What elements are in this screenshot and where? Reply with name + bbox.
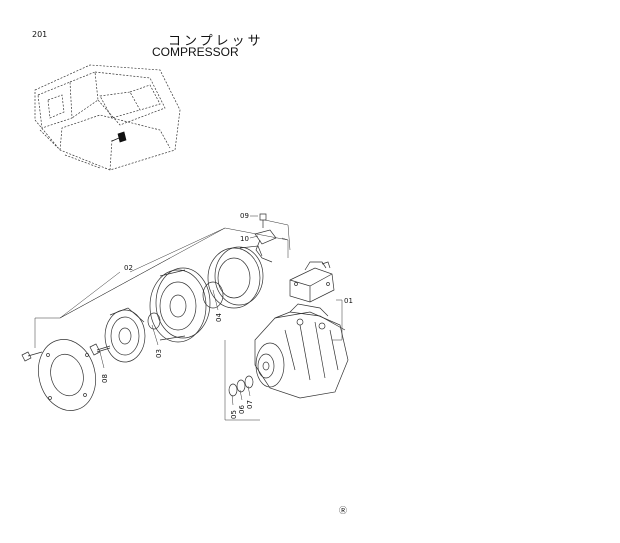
title-japanese: コンプレッサ: [168, 34, 264, 49]
compressor-location-marker: [117, 131, 127, 143]
callout-08: 08: [101, 374, 109, 383]
snap-ring-04: [202, 281, 224, 309]
callout-02: 02: [124, 264, 133, 272]
callout-10: 10: [240, 235, 249, 243]
callout-06: 06: [238, 405, 246, 414]
callout-07: 07: [246, 400, 254, 409]
corner-mark: Ⓡ: [339, 506, 347, 515]
callout-09: 09: [240, 212, 249, 220]
callout-04: 04: [215, 313, 223, 322]
excavator-overview: [34, 64, 181, 171]
pulley: [149, 267, 211, 343]
field-coil: [207, 245, 264, 309]
compressor-body: [254, 303, 349, 399]
leader-lines: [34, 215, 343, 421]
washers: [228, 375, 254, 397]
page-number: 201: [32, 30, 48, 39]
callout-01: 01: [344, 297, 353, 305]
shim-03: [147, 312, 161, 330]
rear-head: [289, 261, 335, 303]
clutch-hub: [104, 307, 146, 363]
clamp-10: [254, 229, 277, 263]
front-plate: [38, 339, 96, 411]
screw-09: [259, 213, 267, 228]
callout-labels: 01 02 03 04 05 06 07 08 09 10: [101, 212, 353, 419]
bolt-08: [89, 343, 111, 356]
callout-05: 05: [230, 410, 238, 419]
callout-03: 03: [155, 349, 163, 358]
bolt-left: [21, 351, 43, 362]
title-english: COMPRESSOR: [152, 45, 239, 59]
